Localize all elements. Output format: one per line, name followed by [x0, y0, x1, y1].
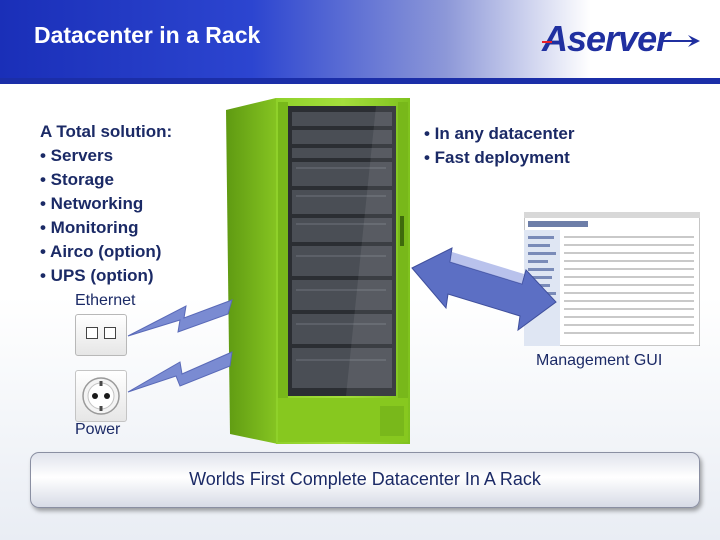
logo-arrow-icon — [542, 35, 700, 47]
management-gui-image — [524, 212, 700, 346]
header-band — [0, 0, 720, 78]
double-arrow-icon — [411, 247, 557, 332]
socket-face — [82, 377, 120, 415]
ethernet-label: Ethernet — [75, 292, 136, 309]
list-item: • Servers — [40, 146, 114, 165]
aserver-logo: Aserver — [542, 18, 702, 62]
solution-heading: A Total solution: — [40, 122, 173, 141]
list-item: • Storage — [40, 170, 114, 189]
list-item: • In any datacenter — [424, 124, 575, 143]
management-gui-label: Management GUI — [536, 352, 663, 369]
list-item: • Airco (option) — [40, 242, 162, 261]
port-square — [86, 327, 98, 339]
ethernet-port-icon — [75, 314, 127, 356]
banner-text: Worlds First Complete Datacenter In A Ra… — [189, 469, 541, 489]
solution-list: A Total solution: • Servers • Storage • … — [40, 120, 172, 288]
banner: Worlds First Complete Datacenter In A Ra… — [30, 452, 700, 508]
slide-title: Datacenter in a Rack — [34, 22, 261, 48]
power-label: Power — [75, 421, 121, 438]
list-item: • Fast deployment — [424, 148, 570, 167]
list-item: • Monitoring — [40, 218, 139, 237]
port-square — [104, 327, 116, 339]
lightning-arrow-icon — [127, 299, 233, 393]
list-item: • UPS (option) — [40, 266, 154, 285]
header-underline — [0, 78, 720, 84]
benefits-list: • In any datacenter • Fast deployment — [424, 122, 575, 170]
power-socket-icon — [75, 370, 127, 422]
rack-image — [226, 98, 410, 444]
logo-text: Aserver — [542, 18, 670, 59]
list-item: • Networking — [40, 194, 144, 213]
